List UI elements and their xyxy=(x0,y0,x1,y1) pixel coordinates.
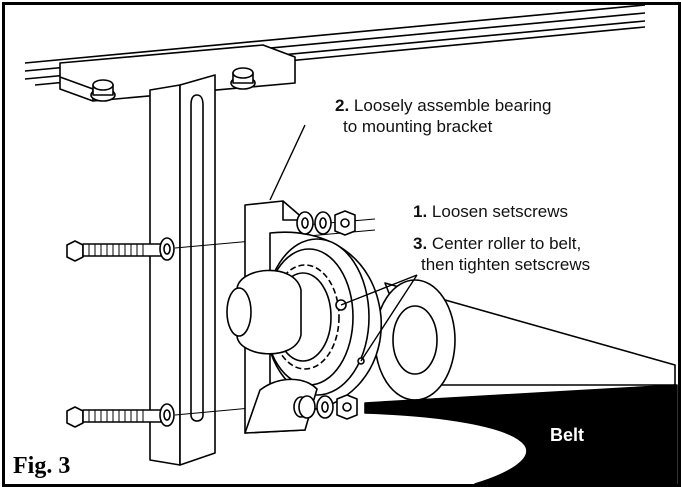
step-3-callout: 3. Center roller to belt, then tighten s… xyxy=(413,233,590,275)
figure-label: Fig. 3 xyxy=(13,453,71,479)
nut-icon xyxy=(298,394,358,420)
step-text: Center roller to belt, xyxy=(431,234,582,253)
slotted-mounting-bracket xyxy=(149,74,216,466)
shaft xyxy=(226,269,302,355)
step-text: Loosen setscrews xyxy=(431,202,568,221)
bolt-icon xyxy=(66,240,162,262)
step-1-callout: 1. Loosen setscrews xyxy=(413,201,568,222)
step-text: Loosely assemble bearing xyxy=(353,96,552,115)
bolt-icon xyxy=(90,79,116,102)
nut-icon xyxy=(296,210,356,236)
bolt-icon xyxy=(230,67,256,90)
bolt-icon xyxy=(66,406,162,428)
step-number: 1. xyxy=(413,202,428,221)
step-2-callout: 2. Loosely assemble bearing to mounting … xyxy=(335,95,551,137)
roller-icon xyxy=(374,279,676,401)
step-text: then tighten setscrews xyxy=(421,255,591,274)
step-text: to mounting bracket xyxy=(343,117,493,136)
bearing-assembly-drawing xyxy=(24,5,678,484)
bearing-icon xyxy=(244,200,382,434)
belt-label: Belt xyxy=(550,425,585,445)
belt xyxy=(364,384,678,484)
step-number: 2. xyxy=(335,96,350,115)
step-number: 3. xyxy=(413,234,428,253)
